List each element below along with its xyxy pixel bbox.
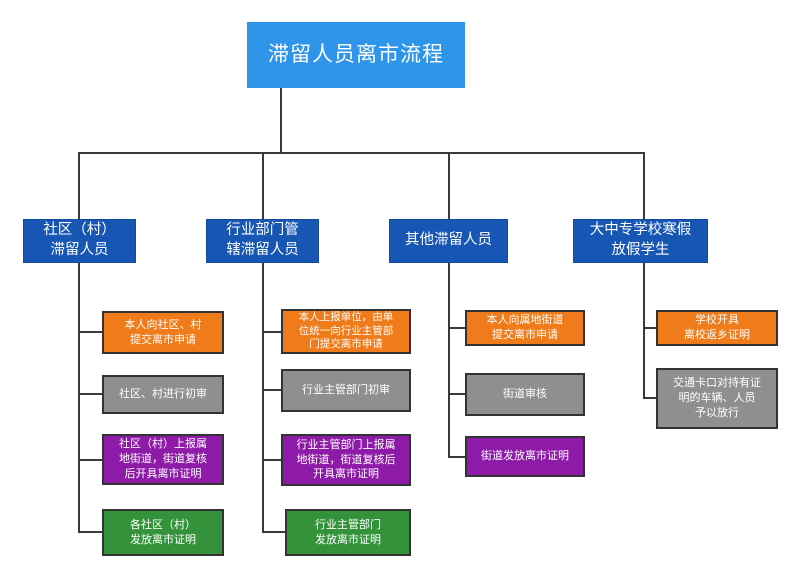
flowchart-title: 滞留人员离市流程 xyxy=(247,22,465,88)
branch xyxy=(262,459,281,461)
column-4-spine xyxy=(643,263,645,399)
branch xyxy=(448,327,465,329)
column-2-spine xyxy=(262,263,264,533)
step-apply: 本人上报单位，由单 位统一向行业主管部 门提交离市申请 xyxy=(281,309,411,354)
step-apply: 本人向属地街道 提交离市申请 xyxy=(465,310,585,346)
branch xyxy=(262,389,281,391)
connector-drop-2 xyxy=(262,152,264,219)
step-report: 行业主管部门上报属 地街道，街道复核后 开具离市证明 xyxy=(281,434,411,486)
connector-title-stem xyxy=(280,88,282,153)
branch xyxy=(78,459,102,461)
branch xyxy=(78,331,102,333)
step-apply: 本人向社区、村 提交离市申请 xyxy=(102,311,224,354)
step-review: 行业主管部门初审 xyxy=(281,369,411,412)
connector-drop-4 xyxy=(643,152,645,219)
step-review: 社区、村进行初审 xyxy=(102,375,224,414)
branch xyxy=(643,327,656,329)
connector-drop-3 xyxy=(448,152,450,219)
branch xyxy=(448,393,465,395)
step-issue: 各社区（村） 发放离市证明 xyxy=(102,509,224,556)
branch xyxy=(78,393,102,395)
step-apply: 学校开具 离校返乡证明 xyxy=(656,310,778,346)
category-industry: 行业部门管 辖滞留人员 xyxy=(206,219,319,263)
step-release: 交通卡口对持有证 明的车辆、人员 予以放行 xyxy=(656,368,778,429)
step-review: 街道审核 xyxy=(465,373,585,416)
category-other: 其他滞留人员 xyxy=(389,219,508,263)
step-issue: 街道发放离市证明 xyxy=(465,436,585,477)
branch xyxy=(448,456,465,458)
step-issue: 行业主管部门 发放离市证明 xyxy=(285,509,411,556)
connector-horizontal-bus xyxy=(78,152,645,154)
column-3-spine xyxy=(448,263,450,457)
column-1-spine xyxy=(78,263,80,533)
branch xyxy=(78,531,102,533)
step-report: 社区（村）上报属 地街道，街道复核 后开具离市证明 xyxy=(102,434,224,485)
category-students: 大中专学校寒假 放假学生 xyxy=(573,219,708,263)
branch xyxy=(262,331,281,333)
branch xyxy=(262,531,285,533)
connector-drop-1 xyxy=(78,152,80,219)
category-community: 社区（村） 滞留人员 xyxy=(23,219,136,263)
branch xyxy=(643,397,656,399)
